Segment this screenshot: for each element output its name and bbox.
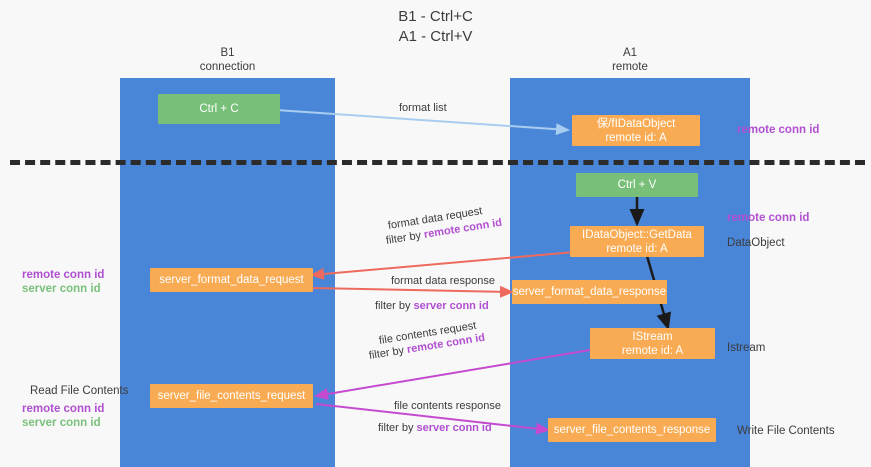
- right-label-istream: Istream: [727, 342, 766, 354]
- box-server-format-data-response[interactable]: server_format_data_response: [512, 280, 667, 304]
- filter-prefix: filter by: [375, 300, 414, 312]
- box-idataobject-getdata[interactable]: IDataObject::GetData remote id: A: [570, 226, 704, 257]
- section-divider: [10, 160, 865, 165]
- right-label-dataobject: DataObject: [727, 237, 785, 249]
- box-server-file-contents-response[interactable]: server_file_contents_response: [548, 418, 716, 442]
- box-server-format-data-response-label: server_format_data_response: [512, 286, 667, 298]
- box-ctrl-c[interactable]: Ctrl + C: [158, 94, 280, 124]
- column-header-a1: A1 remote: [510, 46, 750, 74]
- left-label-server-conn-id: server conn id: [22, 283, 101, 295]
- box-istream-line2: remote id: A: [621, 344, 684, 357]
- box-server-format-data-request-label: server_format_data_request: [159, 274, 304, 286]
- diagram-title: B1 - Ctrl+C A1 - Ctrl+V: [0, 7, 871, 47]
- box-ctrl-v-label: Ctrl + V: [617, 179, 657, 191]
- right-label-write-file-contents: Write File Contents: [737, 425, 835, 437]
- box-idataobject[interactable]: 保/fIDataObject remote id: A: [572, 115, 700, 146]
- left-label-server-conn-id-2: server conn id: [22, 417, 101, 429]
- arrow-label-file-contents-response-filter: filter by server conn id: [378, 421, 492, 435]
- box-server-file-contents-request-label: server_file_contents_request: [157, 390, 306, 402]
- arrow-format-data-response: [311, 285, 514, 298]
- arrow-label-format-data-response: format data response: [391, 275, 495, 287]
- box-istream[interactable]: IStream remote id: A: [590, 328, 715, 359]
- column-header-a1-title: A1: [622, 47, 638, 59]
- box-idataobject-line2: remote id: A: [605, 131, 667, 144]
- column-header-b1-title: B1: [220, 47, 235, 59]
- column-header-b1-subtitle: connection: [199, 61, 256, 73]
- title-line-2: A1 - Ctrl+V: [398, 28, 473, 45]
- box-getdata-line1: IDataObject::GetData: [582, 228, 692, 241]
- box-getdata-line2: remote id: A: [606, 242, 668, 255]
- arrow-label-file-contents-response: file contents response: [394, 400, 502, 412]
- filter-prefix: filter by: [368, 344, 408, 362]
- box-ctrl-c-label: Ctrl + C: [199, 103, 239, 115]
- title-line-1: B1 - Ctrl+C: [398, 8, 473, 25]
- right-label-remote-conn-id-top: remote conn id: [737, 124, 820, 136]
- box-server-format-data-request[interactable]: server_format_data_request: [150, 268, 313, 292]
- left-label-read-file-contents: Read File Contents: [30, 385, 129, 397]
- right-label-remote-conn-id-mid: remote conn id: [727, 212, 810, 224]
- left-label-remote-conn-id: remote conn id: [22, 269, 105, 281]
- box-server-file-contents-request[interactable]: server_file_contents_request: [150, 384, 313, 408]
- box-server-file-contents-response-label: server_file_contents_response: [553, 424, 711, 436]
- left-label-remote-conn-id-2: remote conn id: [22, 403, 105, 415]
- column-header-a1-subtitle: remote: [612, 61, 648, 73]
- filter-key-server-conn-id: server conn id: [413, 300, 489, 312]
- filter-prefix: filter by: [378, 422, 417, 434]
- column-header-b1: B1 connection: [120, 46, 335, 74]
- box-idataobject-line1: 保/fIDataObject: [596, 117, 676, 130]
- box-istream-line1: IStream: [632, 330, 673, 343]
- filter-key-server-conn-id: server conn id: [416, 422, 492, 434]
- arrow-label-format-list: format list: [399, 102, 447, 114]
- box-ctrl-v[interactable]: Ctrl + V: [576, 173, 698, 197]
- arrow-label-format-data-response-filter: filter by server conn id: [375, 299, 489, 313]
